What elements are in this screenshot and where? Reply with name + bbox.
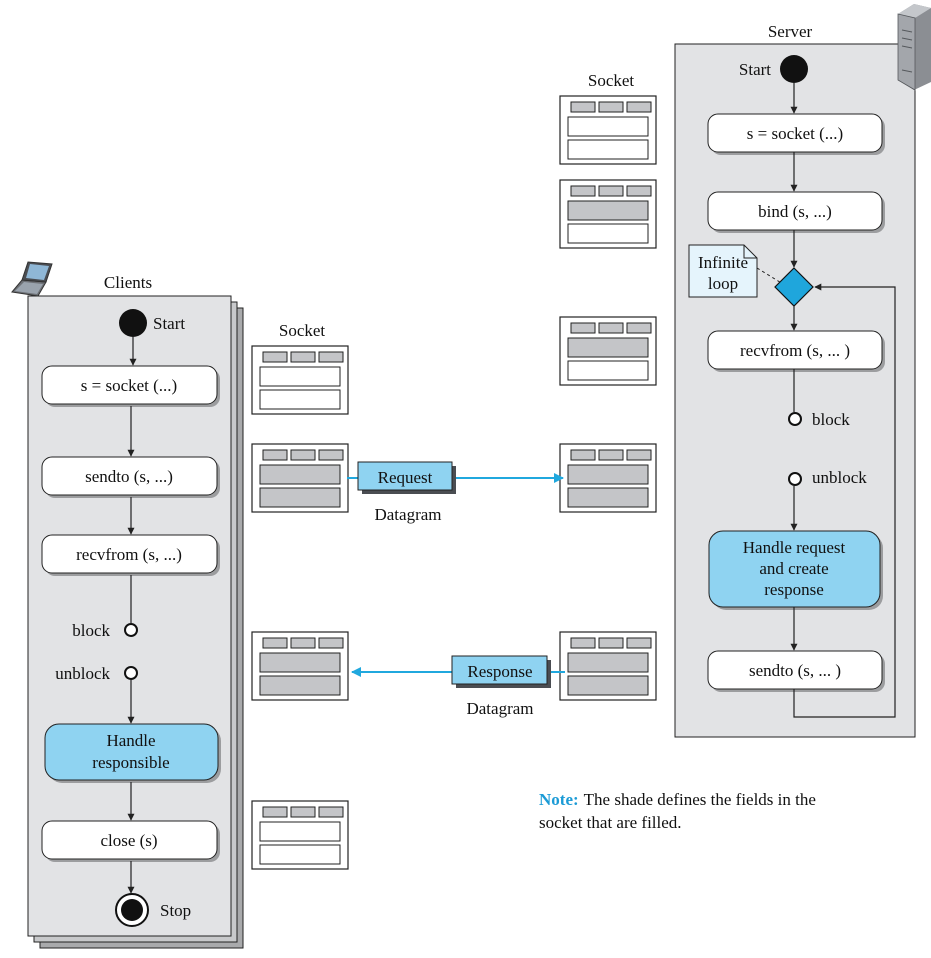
server-socket-column-label: Socket (588, 71, 635, 90)
client-title: Clients (104, 273, 152, 292)
server-handle-line-3: response (764, 580, 823, 599)
server-bind-box: bind (s, ...) (707, 191, 885, 233)
client-socket-box: s = socket (...) (41, 365, 220, 407)
laptop-icon (11, 261, 53, 297)
response-caption: Datagram (466, 699, 533, 718)
client-socket-empty (251, 345, 349, 415)
server-handle-box: Handle request and create response (708, 530, 883, 610)
server-tower-icon (897, 4, 931, 91)
client-flow-arrows (127, 337, 137, 894)
server-handle-line-1: Handle request (743, 538, 846, 557)
server-block-label: block (812, 410, 850, 429)
server-socket-listening (559, 316, 657, 386)
client-close-box: close (s) (41, 820, 220, 862)
client-unblock-node (124, 666, 138, 680)
server-block-node (788, 412, 802, 426)
loop-line-1: Infinite (698, 253, 748, 272)
loop-line-2: loop (708, 274, 738, 293)
note-line-2: socket that are filled. (539, 813, 682, 832)
client-sendto-box: sendto (s, ...) (41, 456, 220, 498)
client-block-label: block (72, 621, 110, 640)
client-socket-closed (251, 800, 349, 870)
server-socket-response-sent (559, 631, 657, 701)
socket-structures (251, 95, 657, 870)
client-stop-label: Stop (160, 901, 191, 920)
response-datagram: Response Datagram (351, 655, 565, 718)
client-block-node (124, 623, 138, 637)
server-recvfrom-box: recvfrom (s, ... ) (707, 330, 885, 372)
note-line-1: The shade defines the fields in the (584, 790, 816, 809)
server-start-node (780, 55, 808, 83)
client-close-label: close (s) (100, 831, 157, 850)
server-sendto-label: sendto (s, ... ) (749, 661, 841, 680)
client-socket-response-received (251, 631, 349, 701)
client-sendto-label: sendto (s, ...) (85, 467, 173, 486)
server-start-label: Start (739, 60, 771, 79)
infinite-loop-callout: Infinite loop (688, 244, 784, 298)
svg-text:Note:The shade defines the fie: Note: The shade defines the fields in the (539, 790, 816, 809)
loop-back-arrow (793, 283, 896, 718)
server-flow-arrows (790, 83, 896, 718)
note-text: Note: The shade defines the fields in the… (539, 790, 816, 832)
request-datagram: Request Datagram (347, 461, 564, 524)
note-bold: Note: (539, 790, 579, 809)
client-socket-request-sent (251, 443, 349, 513)
server-title: Server (768, 22, 813, 41)
request-caption: Datagram (374, 505, 441, 524)
server-sendto-box: sendto (s, ... ) (707, 650, 885, 692)
client-stop-node (115, 893, 149, 927)
client-handle-line-2: responsible (92, 753, 169, 772)
server-socket-after-bind (559, 179, 657, 249)
client-socket-label: s = socket (...) (81, 376, 177, 395)
client-handle-box: Handle responsible (44, 723, 221, 783)
server-unblock-label: unblock (812, 468, 867, 487)
client-unblock-label: unblock (55, 664, 110, 683)
server-panel-body (674, 43, 916, 738)
client-start-label: Start (153, 314, 185, 333)
server-socket-empty (559, 95, 657, 165)
client-handle-line-1: Handle (106, 731, 155, 750)
client-recvfrom-label: recvfrom (s, ...) (76, 545, 182, 564)
client-recvfrom-box: recvfrom (s, ...) (41, 534, 220, 576)
server-socket-label: s = socket (...) (747, 124, 843, 143)
response-label: Response (467, 662, 532, 681)
client-start-node (119, 309, 147, 337)
client-socket-column-label: Socket (279, 321, 326, 340)
server-bind-label: bind (s, ...) (758, 202, 832, 221)
server-handle-line-2: and create (759, 559, 828, 578)
server-unblock-node (788, 472, 802, 486)
request-label: Request (378, 468, 433, 487)
server-recvfrom-label: recvfrom (s, ... ) (740, 341, 850, 360)
server-socket-box: s = socket (...) (707, 113, 885, 155)
server-socket-request-received (559, 443, 657, 513)
